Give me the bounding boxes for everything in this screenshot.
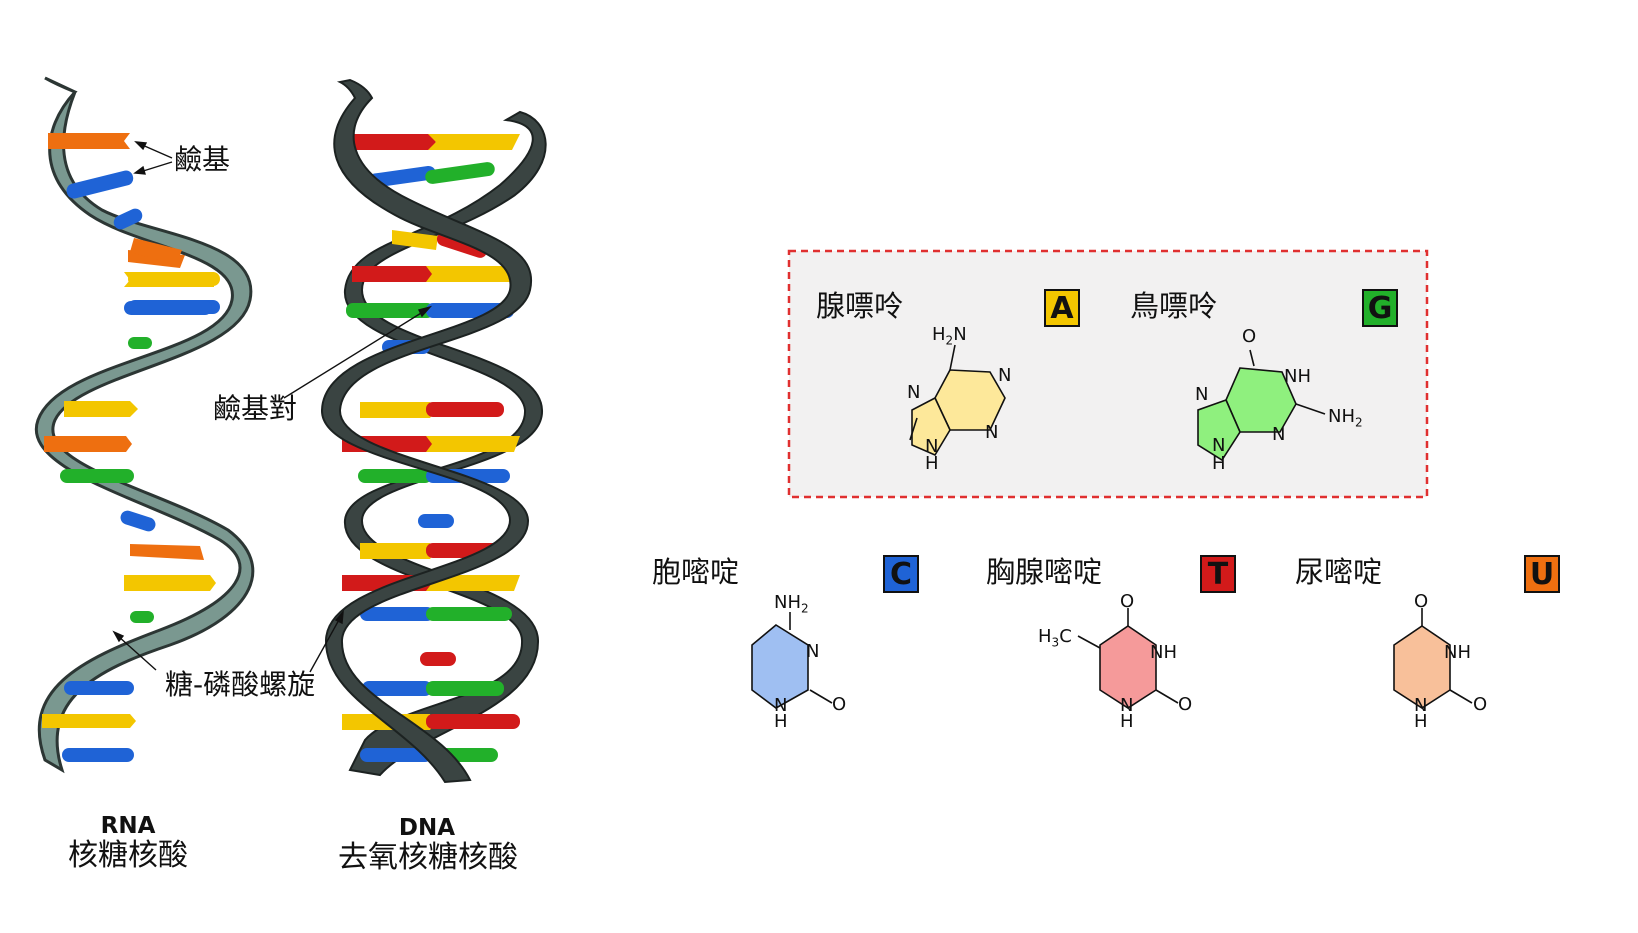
guanine-name: 鳥嘌呤 xyxy=(1130,289,1218,323)
purines-box xyxy=(787,249,1429,499)
thymine-structure xyxy=(1077,608,1179,709)
dna-helix xyxy=(320,78,547,784)
uracil-name: 尿嘧啶 xyxy=(1295,555,1383,589)
cytosine-badge: C xyxy=(883,555,919,593)
guanine-badge: G xyxy=(1362,289,1398,327)
rna-bases-front xyxy=(42,133,216,762)
guanine-nh2-label: NH2 xyxy=(1328,406,1363,430)
thymine-h3c-label: H3C xyxy=(1038,626,1072,650)
dna-abbr: DNA xyxy=(398,815,456,841)
cytosine-name: 胞嘧啶 xyxy=(652,555,740,589)
cytosine-n3: N xyxy=(806,641,820,662)
thymine-badge: T xyxy=(1200,555,1236,593)
thymine-o2: O xyxy=(1178,694,1193,715)
adenine-h9: H xyxy=(925,453,939,474)
uracil-o2: O xyxy=(1473,694,1488,715)
sugar-phosphate-label: 糖-磷酸螺旋 xyxy=(165,668,316,701)
guanine-n7: N xyxy=(1195,384,1209,405)
thymine-h1: H xyxy=(1120,711,1134,732)
rna-helix xyxy=(34,76,255,774)
cytosine-nh2-label: NH2 xyxy=(774,592,809,616)
thymine-name: 胸腺嘧啶 xyxy=(986,555,1103,589)
annotation-arrows xyxy=(112,141,433,673)
rna-sugar-phosphate-backbone xyxy=(34,76,255,774)
guanine-structure xyxy=(1197,349,1326,462)
uracil-nh3: NH xyxy=(1444,642,1471,663)
guanine-n9: N xyxy=(1212,435,1226,456)
adenine-name: 腺嘌呤 xyxy=(816,289,904,323)
base-label: 鹼基 xyxy=(174,143,231,176)
cytosine-structure xyxy=(751,612,833,709)
rna-abbr: RNA xyxy=(100,813,156,839)
dna-backbone-front xyxy=(320,78,533,784)
guanine-nh1: NH xyxy=(1284,366,1311,387)
guanine-n3: N xyxy=(1272,424,1286,445)
dna-name: 去氧核糖核酸 xyxy=(338,840,518,875)
cytosine-h1: H xyxy=(774,711,788,732)
uracil-o4: O xyxy=(1414,591,1429,612)
guanine-o6: O xyxy=(1242,326,1257,347)
adenine-h2n-label: H2N xyxy=(932,324,967,348)
adenine-n7: N xyxy=(907,382,921,403)
uracil-h1: H xyxy=(1414,711,1428,732)
cytosine-n1: N xyxy=(774,695,788,716)
rna-name: 核糖核酸 xyxy=(68,838,188,873)
adenine-n1: N xyxy=(998,365,1012,386)
adenine-n3: N xyxy=(985,422,999,443)
guanine-h9: H xyxy=(1212,453,1226,474)
thymine-n1: N xyxy=(1120,695,1134,716)
adenine-badge: A xyxy=(1044,289,1080,327)
cytosine-o2: O xyxy=(832,694,847,715)
adenine-structure xyxy=(909,344,1006,457)
adenine-n9: N xyxy=(925,436,939,457)
uracil-n1: N xyxy=(1414,695,1428,716)
uracil-badge: U xyxy=(1524,555,1560,593)
base-pair-label: 鹼基對 xyxy=(213,392,298,425)
thymine-o4: O xyxy=(1120,591,1135,612)
uracil-structure xyxy=(1393,608,1473,709)
thymine-nh3: NH xyxy=(1150,642,1177,663)
